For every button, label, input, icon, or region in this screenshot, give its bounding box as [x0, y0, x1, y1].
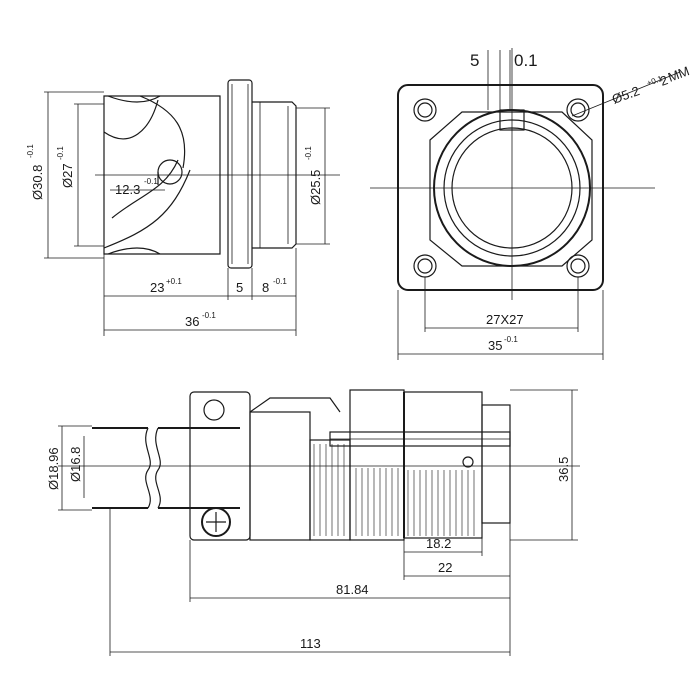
svg-text:+0.1: +0.1: [166, 277, 182, 286]
dim-slot-width: 5: [470, 51, 479, 70]
dim-cable-inner: Ø16.8: [68, 447, 83, 482]
clamp-screw-icon: [201, 507, 231, 537]
svg-text:-0.1: -0.1: [304, 146, 313, 160]
dim-flange-length: 5: [236, 280, 243, 295]
mounting-hole: [413, 254, 437, 278]
svg-text:-0.1: -0.1: [202, 311, 216, 320]
dim-flange-width: 35: [488, 338, 502, 353]
dim-mid-length: 81.84: [336, 582, 369, 597]
bayonet-notch: [157, 159, 183, 185]
mounting-hole: [413, 98, 437, 122]
receptacle-body: [403, 391, 483, 539]
back-shell: [249, 411, 311, 541]
dim-nut-length: 18.2: [426, 536, 451, 551]
dim-outer-diameter: Ø30.8: [30, 165, 45, 200]
mounting-hole: [566, 254, 590, 278]
dim-notch: 12.3: [115, 182, 140, 197]
dim-hole-diameter: Ø5.2: [610, 83, 642, 107]
receptacle-bore: [451, 127, 573, 249]
dim-inner-diameter: Ø25.5: [308, 170, 323, 205]
receptacle-profile-view: Ø30.8 -0.1 Ø27 -0.1 Ø25.5 -0.1 12.3 -0.1…: [26, 79, 340, 336]
key-slot: [499, 109, 525, 131]
svg-text:2: 2: [658, 72, 670, 89]
svg-text:-0.1: -0.1: [273, 277, 287, 286]
thread-body-outline: [103, 95, 221, 255]
dim-height: 36.5: [556, 457, 571, 482]
svg-text:-0.1: -0.1: [26, 144, 35, 158]
dim-plug-length: 22: [438, 560, 452, 575]
clamp-hinge-icon: [203, 399, 225, 421]
dim-hole-pitch: 27X27: [486, 312, 524, 327]
cable-outline: [92, 427, 148, 509]
dim-thread-diameter: Ø27: [60, 163, 75, 188]
rear-body: [252, 101, 297, 249]
svg-text:-0.1: -0.1: [56, 146, 65, 160]
svg-text:-0.1: -0.1: [504, 335, 518, 344]
flange-front-view: 5 0.1 Ø5.2 +0.1 2 MM 27X27 35 -0.1: [370, 48, 691, 360]
assembly-side-view: Ø18.96 Ø16.8 36.5 18.2 22 81.84 113: [46, 389, 580, 656]
receptacle-rear: [481, 404, 511, 524]
dim-cable-outer: Ø18.96: [46, 447, 61, 490]
svg-text:MM: MM: [666, 63, 691, 85]
flange: [227, 79, 253, 269]
dim-rear-length: 8: [262, 280, 269, 295]
dim-body-length: 23: [150, 280, 164, 295]
square-flange: [397, 84, 604, 291]
svg-text:-0.1: -0.1: [144, 177, 158, 186]
coupling-nut: [349, 389, 405, 541]
mounting-hole: [566, 98, 590, 122]
dim-total-length: 36: [185, 314, 199, 329]
dim-slot-tolerance: 0.1: [514, 51, 538, 70]
dim-total-length: 113: [300, 636, 321, 651]
